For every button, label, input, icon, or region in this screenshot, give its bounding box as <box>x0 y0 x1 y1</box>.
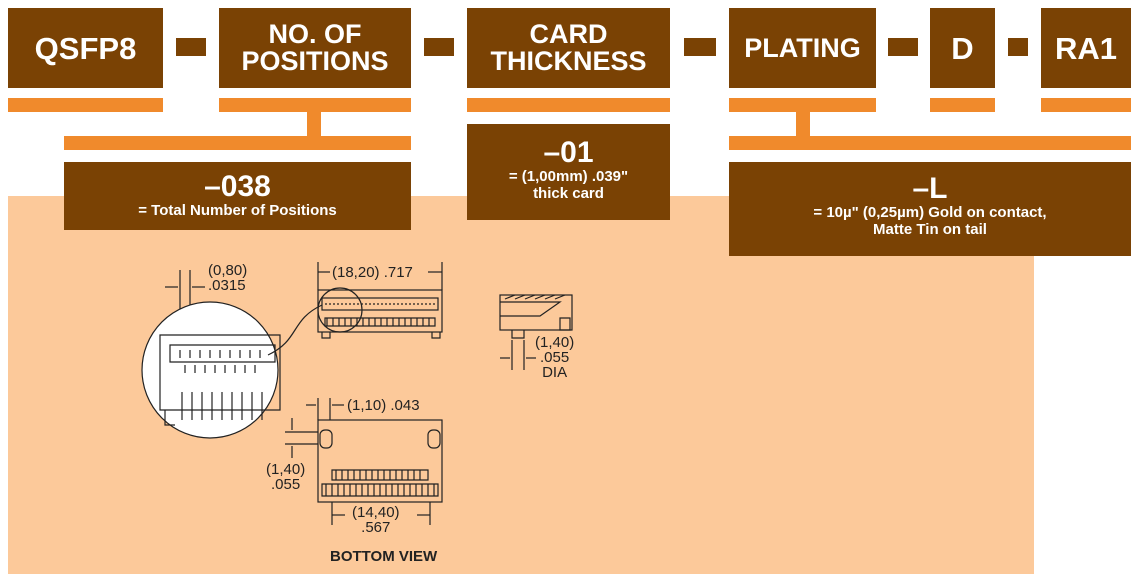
bar-series <box>8 98 163 112</box>
hole-dim: (1,40) .055 DIA <box>535 335 574 380</box>
side-view-body <box>499 294 573 331</box>
pitch-mm: (0,80) <box>208 262 248 279</box>
bottom-view-hole-left <box>319 429 333 449</box>
plating-option: –L = 10µ" (0,25µm) Gold on contact, Matt… <box>729 162 1131 256</box>
thickness-option: –01 = (1,00mm) .039" thick card <box>467 124 670 220</box>
top-view-detail-callout <box>317 287 363 333</box>
dash-3 <box>684 38 716 56</box>
bar-thickness <box>467 98 670 112</box>
height-dim: (1,40) .055 <box>266 462 305 492</box>
ra-label: RA1 <box>1054 30 1117 66</box>
width-dim: (18,20) .717 <box>332 265 413 280</box>
span-plating <box>729 136 1131 150</box>
bottom-view-hole-right <box>427 429 441 449</box>
detail-peg <box>164 410 175 426</box>
bar-plating <box>729 98 876 112</box>
bottom-view-row-2 <box>321 483 439 497</box>
top-view-tails <box>326 318 430 326</box>
positions-text: = Total Number of Positions <box>138 202 337 219</box>
height-in: .055 <box>270 476 301 493</box>
detail-contacts <box>179 350 263 420</box>
plating-line2: Matte Tin on tail <box>873 221 987 238</box>
thickness-box: CARD THICKNESS <box>467 8 670 88</box>
detail-slot <box>169 344 276 363</box>
detail-leader <box>267 304 323 356</box>
plating-line1: = 10µ" (0,25µm) Gold on contact, <box>813 204 1047 221</box>
side-view-hatch <box>504 294 566 300</box>
series-label: QSFP8 <box>34 30 137 66</box>
positions-label: NO. OF POSITIONS <box>241 19 389 76</box>
plating-code: –L <box>912 172 948 205</box>
hole-dia: DIA <box>542 364 568 381</box>
edge-dim-label: (1,10) .043 <box>347 397 420 414</box>
thickness-label: CARD THICKNESS <box>490 19 647 76</box>
bottom-view-label: BOTTOM VIEW <box>330 549 437 564</box>
stem-plating <box>796 112 810 136</box>
width-dim-label: (18,20) .717 <box>332 264 413 281</box>
top-view-contact-row <box>324 317 436 327</box>
bottom-view-body <box>317 419 443 503</box>
bar-d <box>930 98 995 112</box>
bar-positions <box>219 98 411 112</box>
top-view-pegs <box>321 332 441 339</box>
hole-mm: (1,40) <box>535 334 575 351</box>
dash-2 <box>424 38 454 56</box>
detail-body <box>159 334 281 411</box>
thickness-line1: = (1,00mm) .039" <box>508 168 629 185</box>
span-positions <box>64 136 411 150</box>
side-view-slot <box>500 301 562 317</box>
edge-dim: (1,10) .043 <box>347 398 420 413</box>
side-view-peg <box>511 330 525 339</box>
top-view-slot <box>321 297 439 311</box>
span-mm: (14,40) <box>352 504 400 521</box>
plating-label: PLATING <box>744 32 861 63</box>
positions-box: NO. OF POSITIONS <box>219 8 411 88</box>
detail-circle <box>141 301 279 439</box>
positions-option: –038 = Total Number of Positions <box>64 162 411 230</box>
side-view-tail <box>559 317 571 331</box>
stem-positions <box>307 112 321 136</box>
hole-in: .055 <box>539 349 570 366</box>
dash-5 <box>1008 38 1028 56</box>
pitch-in: .0315 <box>208 277 246 294</box>
ra-box: RA1 <box>1041 8 1131 88</box>
bar-ra <box>1041 98 1131 112</box>
span-in: .567 <box>361 519 391 536</box>
plating-box: PLATING <box>729 8 876 88</box>
bottom-view-text: BOTTOM VIEW <box>330 548 438 565</box>
thickness-line2: thick card <box>533 185 604 202</box>
span-dim: (14,40) .567 <box>352 505 400 535</box>
d-box: D <box>930 8 995 88</box>
bottom-view-pins-1 <box>335 470 421 480</box>
pitch-dim: (0,80) .0315 <box>208 263 247 293</box>
series-box: QSFP8 <box>8 8 163 88</box>
dash-1 <box>176 38 206 56</box>
bottom-view-pins-2 <box>325 484 435 496</box>
height-mm: (1,40) <box>266 461 306 478</box>
d-label: D <box>951 30 974 66</box>
thickness-code: –01 <box>543 136 594 169</box>
dash-4 <box>888 38 918 56</box>
positions-code: –038 <box>204 170 271 203</box>
